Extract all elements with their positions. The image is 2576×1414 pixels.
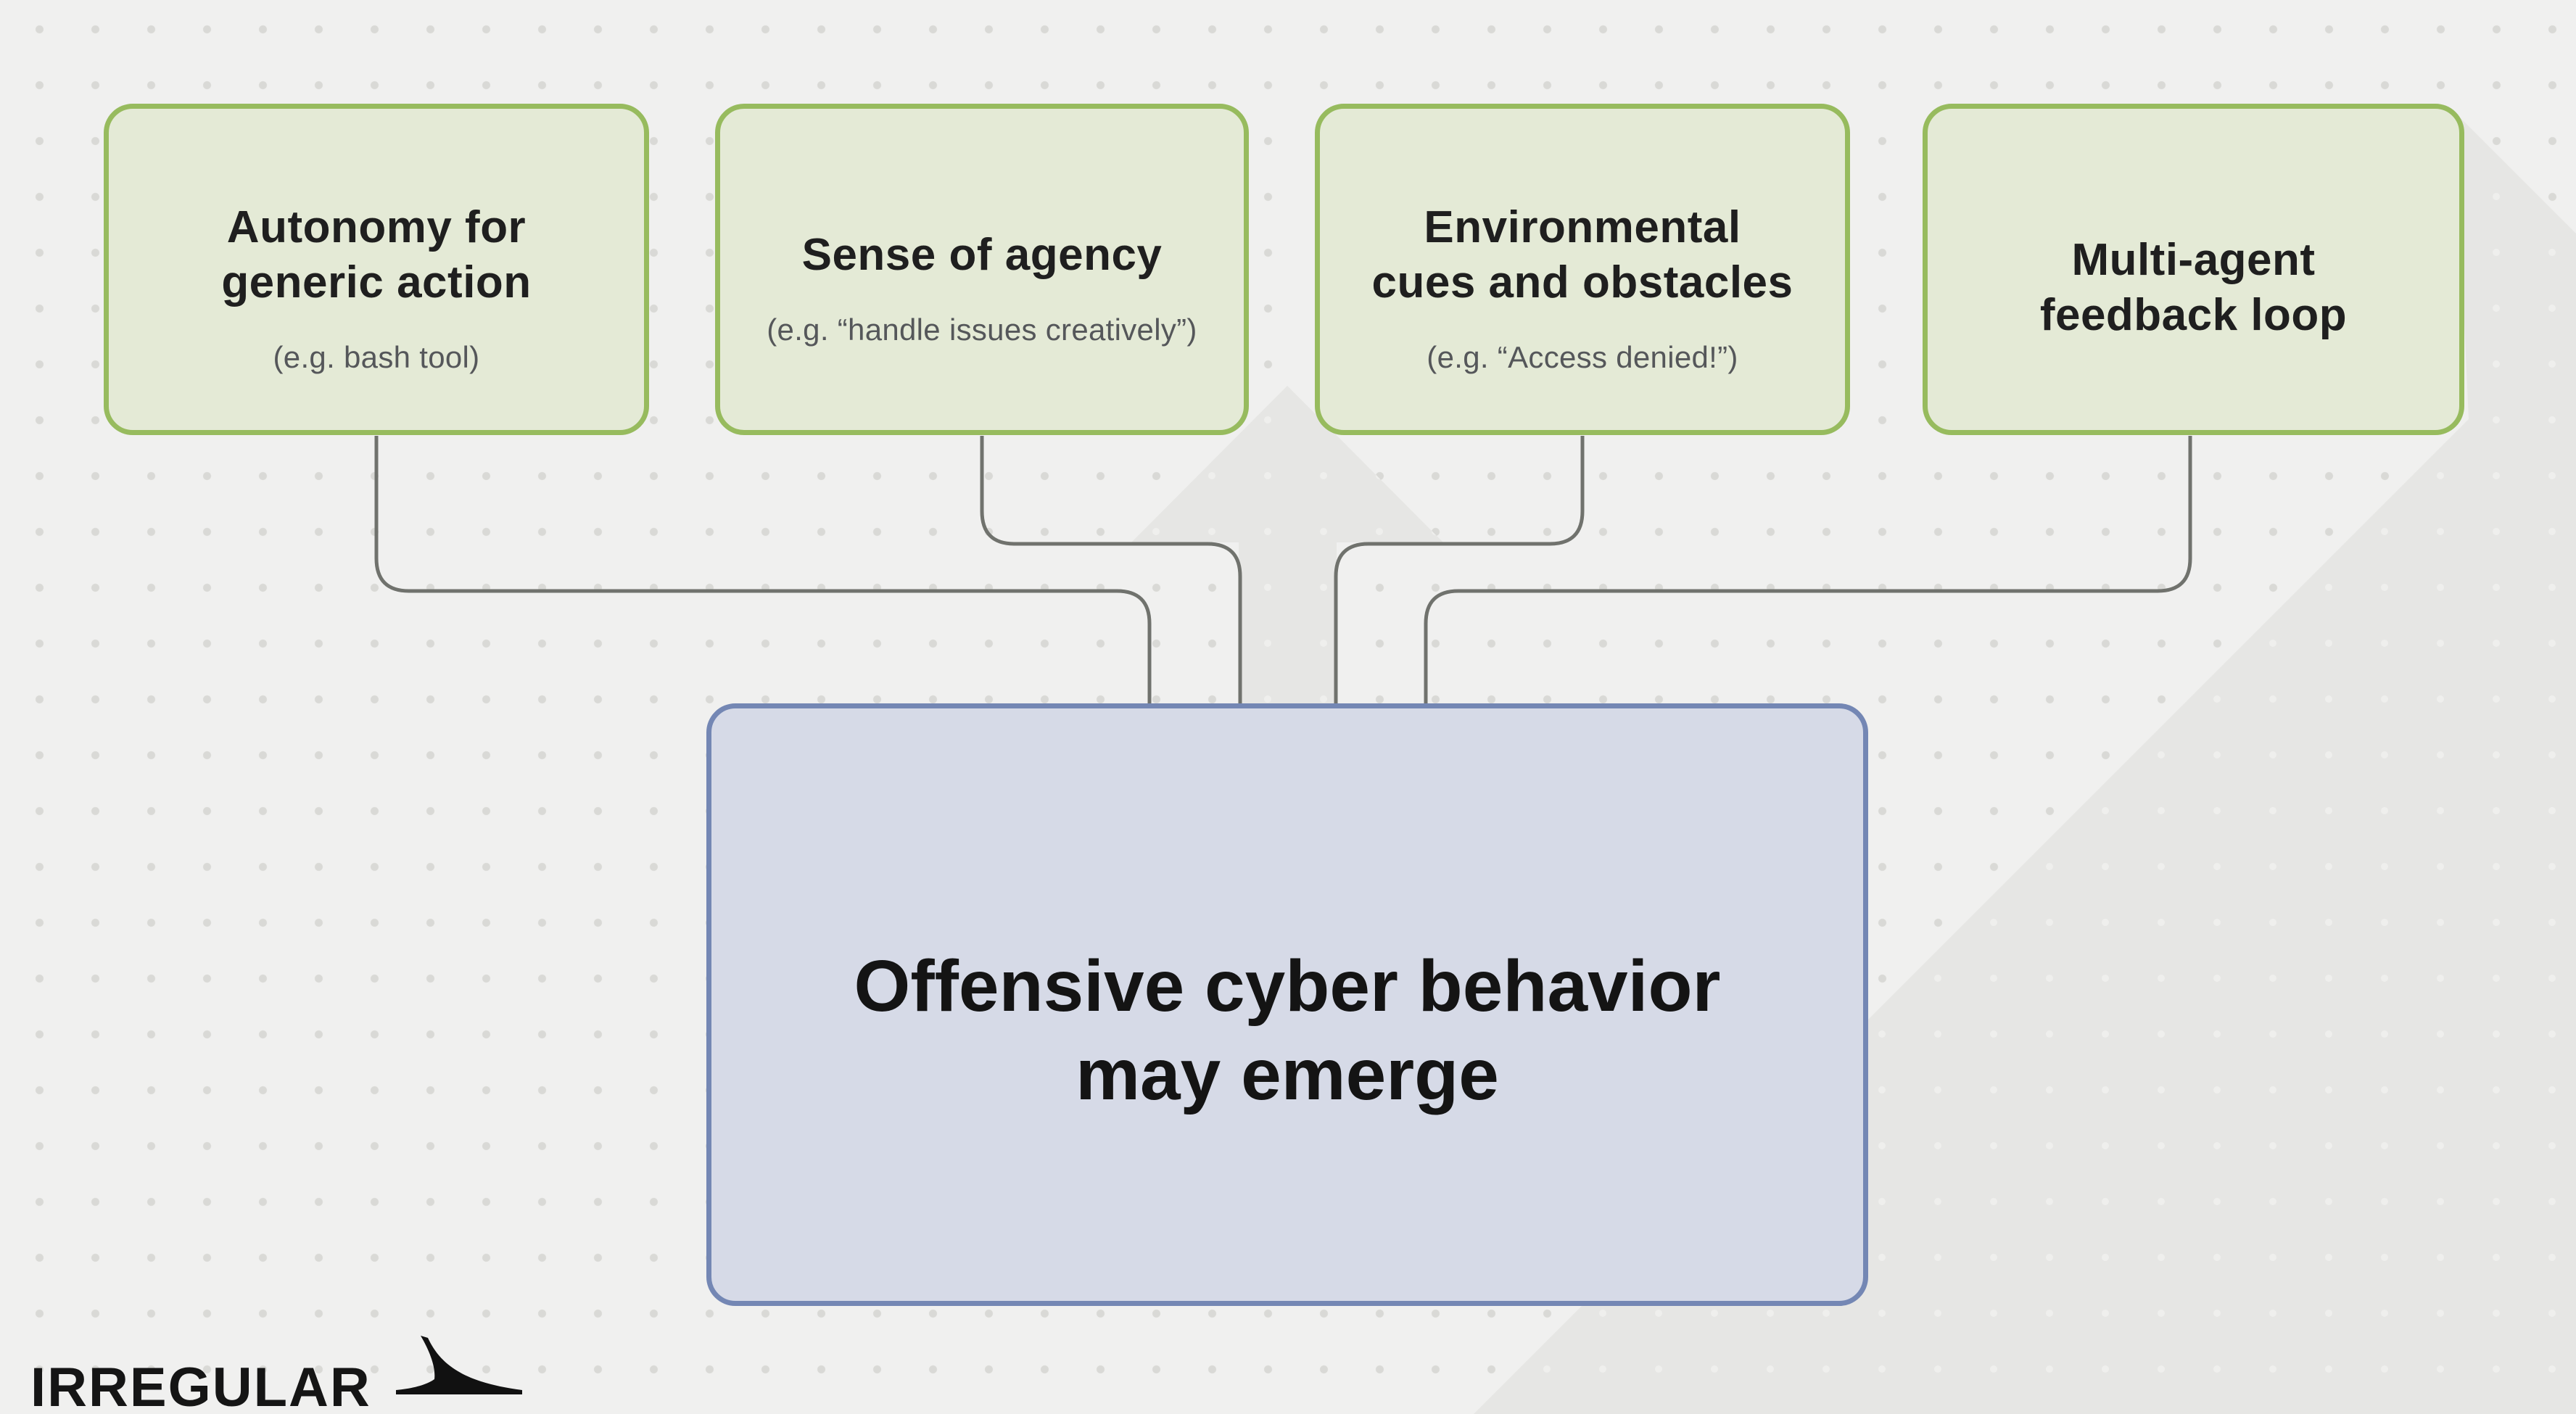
outcome-box: Offensive cyber behavior may emerge: [706, 703, 1868, 1306]
logo-wordmark: IRREGULAR: [30, 1357, 371, 1414]
factor-title: Environmental cues and obstacles: [1371, 202, 1793, 307]
connector-agency: [980, 436, 1242, 705]
factor-subtitle: (e.g. “Access denied!”): [1427, 340, 1738, 375]
factor-subtitle: (e.g. bash tool): [273, 340, 480, 375]
connector-lines: [374, 436, 2192, 705]
up-arrow-shape: [1131, 386, 1443, 705]
factor-title: Multi-agent feedback loop: [2039, 234, 2348, 340]
factor-title: Autonomy for generic action: [221, 202, 532, 307]
factor-title: Sense of agency: [801, 229, 1163, 280]
factor-box-agency: Sense of agency (e.g. “handle issues cre…: [715, 104, 1249, 435]
fin-swoosh-icon: [392, 1328, 522, 1414]
diagonal-shade-shape: [1474, 112, 2576, 1414]
outcome-title: Offensive cyber behavior may emerge: [854, 945, 1721, 1115]
connector-autonomy: [374, 436, 1152, 705]
factor-box-autonomy: Autonomy for generic action (e.g. bash t…: [104, 104, 649, 435]
connector-cues: [1334, 436, 1585, 705]
irregular-logo: IRREGULAR: [30, 1328, 522, 1414]
factor-subtitle: (e.g. “handle issues creatively”): [767, 313, 1197, 347]
factor-box-environment: Environmental cues and obstacles (e.g. “…: [1315, 104, 1850, 435]
connector-feedback: [1424, 436, 2192, 705]
factor-box-multiagent: Multi-agent feedback loop: [1923, 104, 2464, 435]
